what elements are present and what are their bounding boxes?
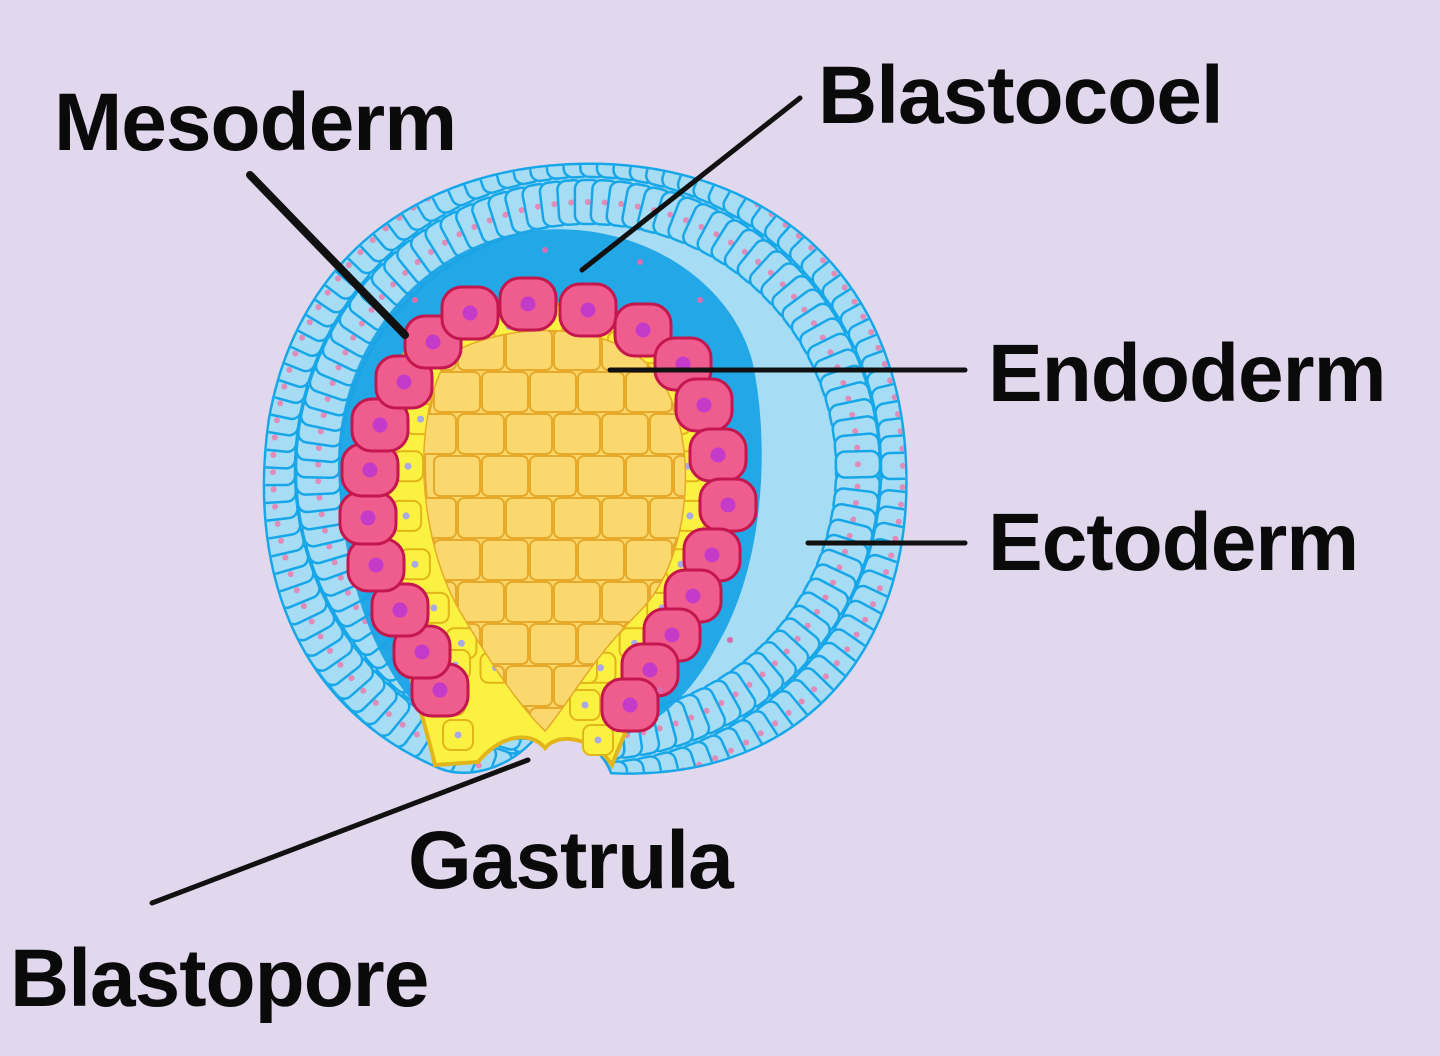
yolk-cell	[553, 581, 601, 623]
yolk-cell	[424, 413, 457, 455]
yolk-cell	[481, 455, 529, 497]
yolk-cell	[505, 331, 553, 371]
yolk-cell	[577, 539, 625, 581]
yolk-cell	[673, 455, 685, 497]
yolk-cell	[529, 371, 577, 413]
yolk-cell	[553, 331, 601, 371]
ectoderm-cell	[565, 761, 595, 773]
yolk-cell	[529, 539, 577, 581]
yolk-cell	[457, 497, 505, 539]
blastocoel-label: Blastocoel	[818, 50, 1224, 141]
yolk-cell	[481, 623, 529, 665]
yolk-cell	[601, 497, 649, 539]
yolk-cell	[457, 413, 505, 455]
ectoderm-cell	[529, 758, 562, 773]
endoderm-label: Endoderm	[988, 328, 1386, 419]
yolk-cell	[481, 371, 529, 413]
diagram-title: Gastrula	[408, 815, 734, 906]
yolk-cell	[625, 455, 673, 497]
mesoderm-label: Mesoderm	[54, 77, 457, 168]
yolk-cell	[505, 581, 553, 623]
yolk-cell	[457, 581, 505, 623]
ectoderm-cell	[599, 760, 631, 773]
yolk-cell	[481, 539, 529, 581]
ectoderm-cell	[879, 451, 906, 481]
ectoderm-cell	[583, 761, 613, 773]
ectoderm-label: Ectoderm	[988, 497, 1359, 588]
yolk-cell	[505, 413, 553, 455]
yolk-cell	[529, 455, 577, 497]
ectoderm-cell	[834, 449, 882, 479]
mesoderm-leader-line	[246, 171, 409, 339]
ectoderm-cell	[784, 604, 831, 647]
yolk-cell	[577, 455, 625, 497]
yolk-cell	[433, 455, 481, 497]
yolk-cell	[433, 371, 481, 413]
ectoderm-cell	[547, 760, 579, 773]
yolk-cell	[553, 413, 601, 455]
yolk-cell	[577, 371, 625, 413]
blastopore-leader-line	[149, 757, 531, 906]
blastocoel-leader-line	[579, 95, 803, 273]
ectoderm-cell	[771, 274, 817, 319]
yolk-cell	[601, 413, 649, 455]
yolk-cell	[553, 497, 601, 539]
mesoderm-layer	[338, 247, 758, 733]
yolk-cell	[529, 623, 577, 665]
blastopore-label: Blastopore	[10, 933, 429, 1024]
yolk-cell	[505, 497, 553, 539]
